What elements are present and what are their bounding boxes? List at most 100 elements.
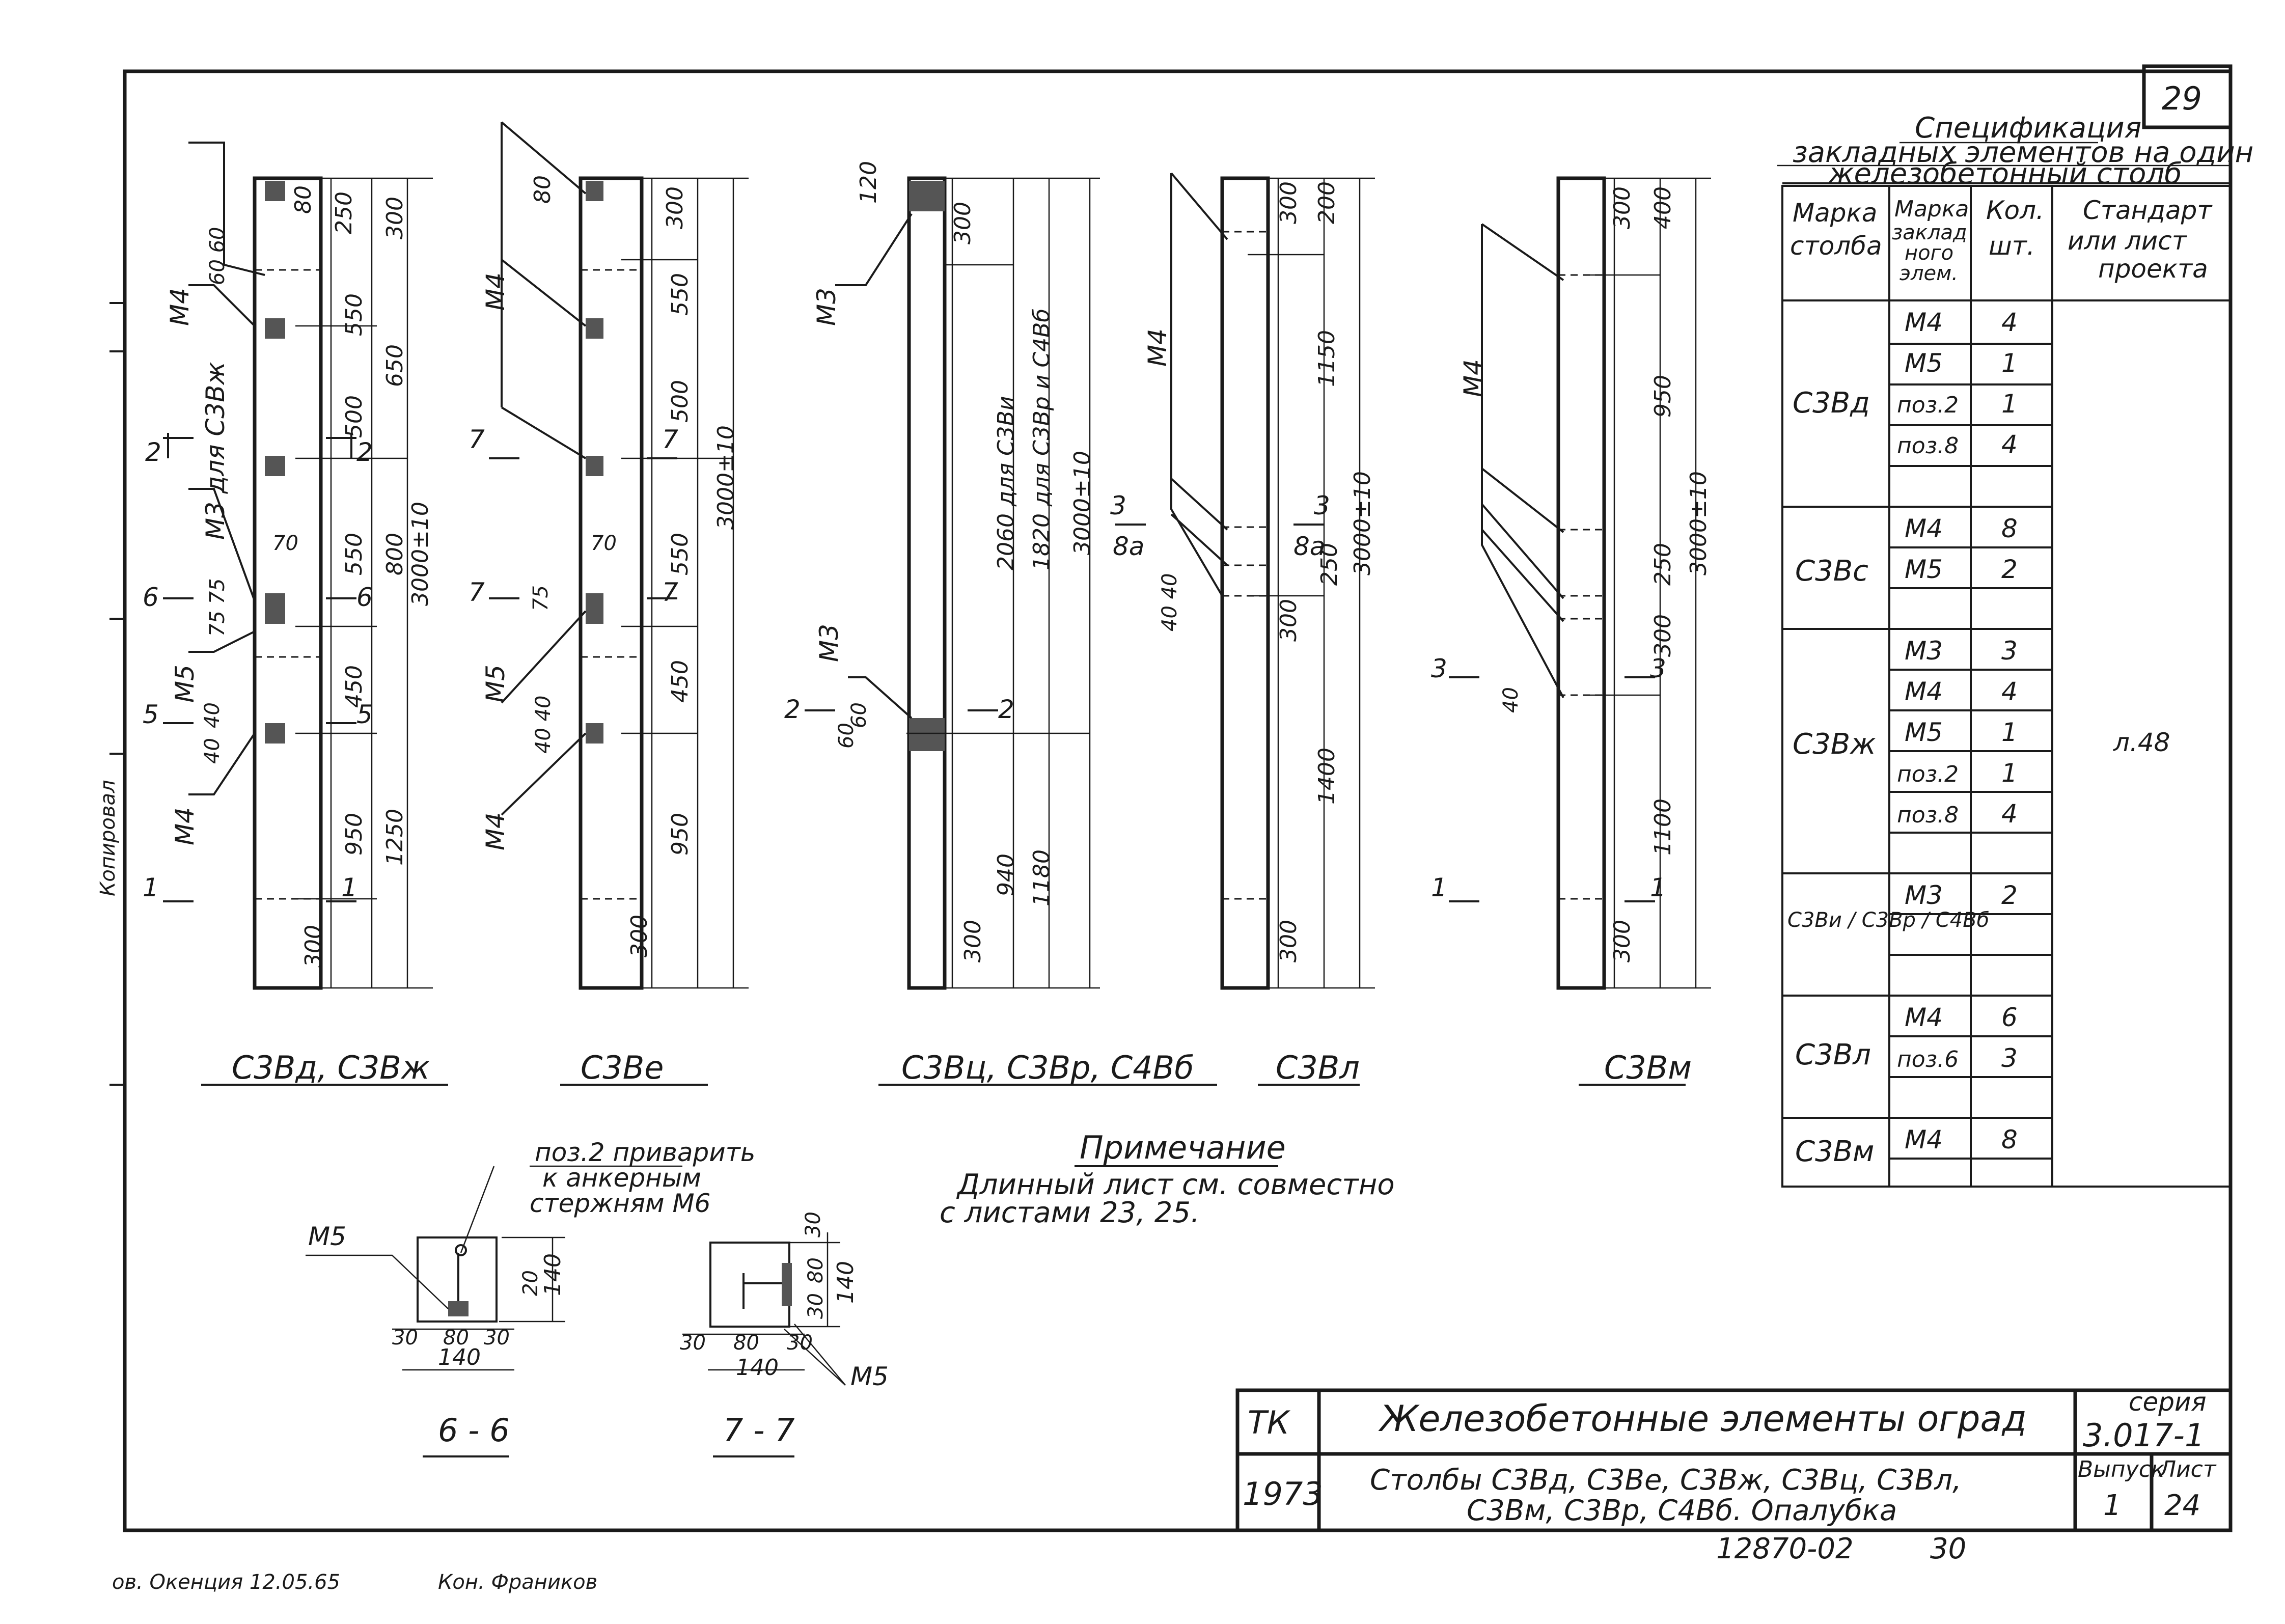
drawing-label: 80 [530, 175, 556, 204]
drawing-label: 30 [1930, 1532, 1966, 1565]
signature-note: Кон. Фраников [438, 1571, 597, 1594]
drawing-label: М3 для С3Вж [201, 362, 230, 540]
embed-m4 [265, 181, 285, 201]
drawing-label: 80 [733, 1331, 759, 1355]
drawing-label: 2 [145, 437, 161, 467]
drawing-label: 3 [2001, 636, 2018, 666]
drawing-label: 3 [1650, 654, 1666, 683]
drawing-label: 30 [804, 1293, 828, 1319]
drawing-label: 2 [2001, 555, 2018, 584]
drawing-label: 40 [1499, 687, 1523, 713]
drawing-label: М5 [308, 1222, 346, 1251]
drawing-label: 300 [300, 925, 326, 968]
drawing-label: 6 [143, 583, 159, 612]
drawing-label: 6 [356, 583, 373, 612]
sheet-number: 24 [2164, 1489, 2200, 1522]
drawing-label: 300 [626, 915, 652, 957]
view-4: 300 200 1150 3000±10 250 300 1400 300 40… [1110, 172, 1375, 1086]
sheet-frame [123, 69, 2233, 1532]
drawing-label: проекта [2098, 254, 2208, 284]
drawing-label: 300 [1609, 920, 1635, 962]
drawing-label: 250 [331, 191, 357, 234]
drawing-label: С3Вм [1795, 1135, 1874, 1168]
drawing-label: 75 75 [206, 578, 229, 637]
drawing-label: М5 [170, 665, 200, 703]
view-label: С3Вл [1276, 1049, 1360, 1086]
drawing-label: М5 [481, 665, 510, 703]
drawing-label: М4 [481, 272, 510, 311]
drawing-label: 250 [1650, 543, 1676, 586]
title-block: ТК 1973 Железобетонные элементы оград Ст… [1235, 1387, 2233, 1565]
drawing-label: 60 60 [206, 227, 229, 285]
archive-number: 12870-02 [1716, 1532, 1854, 1565]
drawing-label: М4 [165, 288, 195, 326]
drawing-label: 70 [272, 532, 298, 555]
drawing-label: поз.8 [1897, 433, 1959, 459]
drawing-label: 5 [143, 700, 159, 729]
embed-m5 [265, 593, 285, 624]
drawing-label: С3Вж [1793, 728, 1876, 761]
drawing-label: 3000±10 [713, 425, 739, 530]
drawing-label: 300 [960, 920, 986, 962]
drawing-label: 300 [382, 197, 408, 239]
drawing-label: 4 [2001, 799, 2018, 829]
drawing-label: Кол. [1986, 196, 2044, 225]
note-line-1: Длинный лист см. совместно [956, 1168, 1395, 1201]
page-number-box [2142, 64, 2233, 129]
drawing-label: 140 [736, 1355, 779, 1381]
drawing-label: закладных элементов на один [1793, 136, 2253, 169]
drawing-label: 40 40 [1158, 573, 1181, 631]
drawing-label: шт. [1989, 231, 2035, 261]
spec-table: Спецификация закладных элементов на один… [1777, 112, 2253, 1188]
drawing-label: М3 [812, 288, 841, 326]
drawing-label: 30 [802, 1212, 825, 1237]
drawing-label: поз.6 [1897, 1047, 1959, 1072]
drawing-label: 1820 для С3Вр и С4Вб [1029, 309, 1055, 570]
drawing-label: стержням М6 [530, 1189, 711, 1218]
drawing-label: 3 [1314, 491, 1330, 520]
drawing-label: 1150 [1314, 330, 1340, 387]
drawing-label: 1 [1431, 873, 1447, 902]
drawing-label: 1 [2001, 758, 2018, 788]
drawing-label: 1 [1650, 873, 1666, 902]
drawing-label: 120 [856, 161, 882, 204]
drawing-label: 8 [2001, 514, 2018, 543]
drawing-label: 30 [680, 1331, 706, 1355]
drawing-label: М4 [1905, 677, 1943, 706]
drawing-label: 80 [804, 1257, 828, 1283]
drawing-label: Лист [2158, 1456, 2217, 1482]
drawing-label: 650 [382, 344, 408, 387]
drawing-label: 7 [662, 425, 678, 454]
note-heading: Примечание [1080, 1129, 1286, 1166]
view-1: 80 250 300 60 60 550 500 650 550 800 300… [143, 142, 448, 1086]
title-sub-1: Столбы С3Вд, С3Ве, С3Вж, С3Вц, С3Вл, [1370, 1464, 1962, 1497]
column-body [907, 176, 947, 990]
drawing-label: 6 [2001, 1003, 2018, 1032]
drawing-label: или лист [2068, 226, 2188, 256]
drawing-label: 1 [143, 873, 159, 902]
drawing-label: поз.8 [1897, 802, 1959, 828]
weld-note: поз.2 приварить [535, 1138, 755, 1167]
drawing-label: 8а [1293, 532, 1325, 561]
drawing-label: М4 [1905, 308, 1943, 337]
drawing-label: 1400 [1314, 748, 1340, 805]
drawing-label: 4 [2001, 677, 2018, 706]
drawing-label: 40 [201, 702, 224, 728]
approval-note: ов. Окенция 12.05.65 [112, 1571, 340, 1594]
drawing-label: к анкерным [542, 1163, 701, 1193]
drawing-label: 7 [662, 577, 678, 607]
drawing-label: М4 [1905, 514, 1943, 543]
view-3: 120 300 2060 для С3Ви 1820 для С3Вр и С4… [784, 161, 1217, 1086]
column-body [1556, 176, 1606, 990]
embed-m3 [265, 456, 285, 476]
drawing-label: 500 [341, 395, 367, 438]
drawing-label: 800 [382, 533, 408, 575]
drawing-label: 940 [993, 854, 1019, 896]
drawing-label: 4 [2001, 308, 2018, 337]
drawing-label: столба [1790, 231, 1882, 261]
drawing-label: 2 [998, 695, 1014, 724]
drawing-label: 30 [392, 1326, 418, 1350]
drawing-label: 60 [835, 723, 858, 749]
drawing-label: 200 [1314, 181, 1340, 224]
drawing-label: 300 [1650, 614, 1676, 657]
